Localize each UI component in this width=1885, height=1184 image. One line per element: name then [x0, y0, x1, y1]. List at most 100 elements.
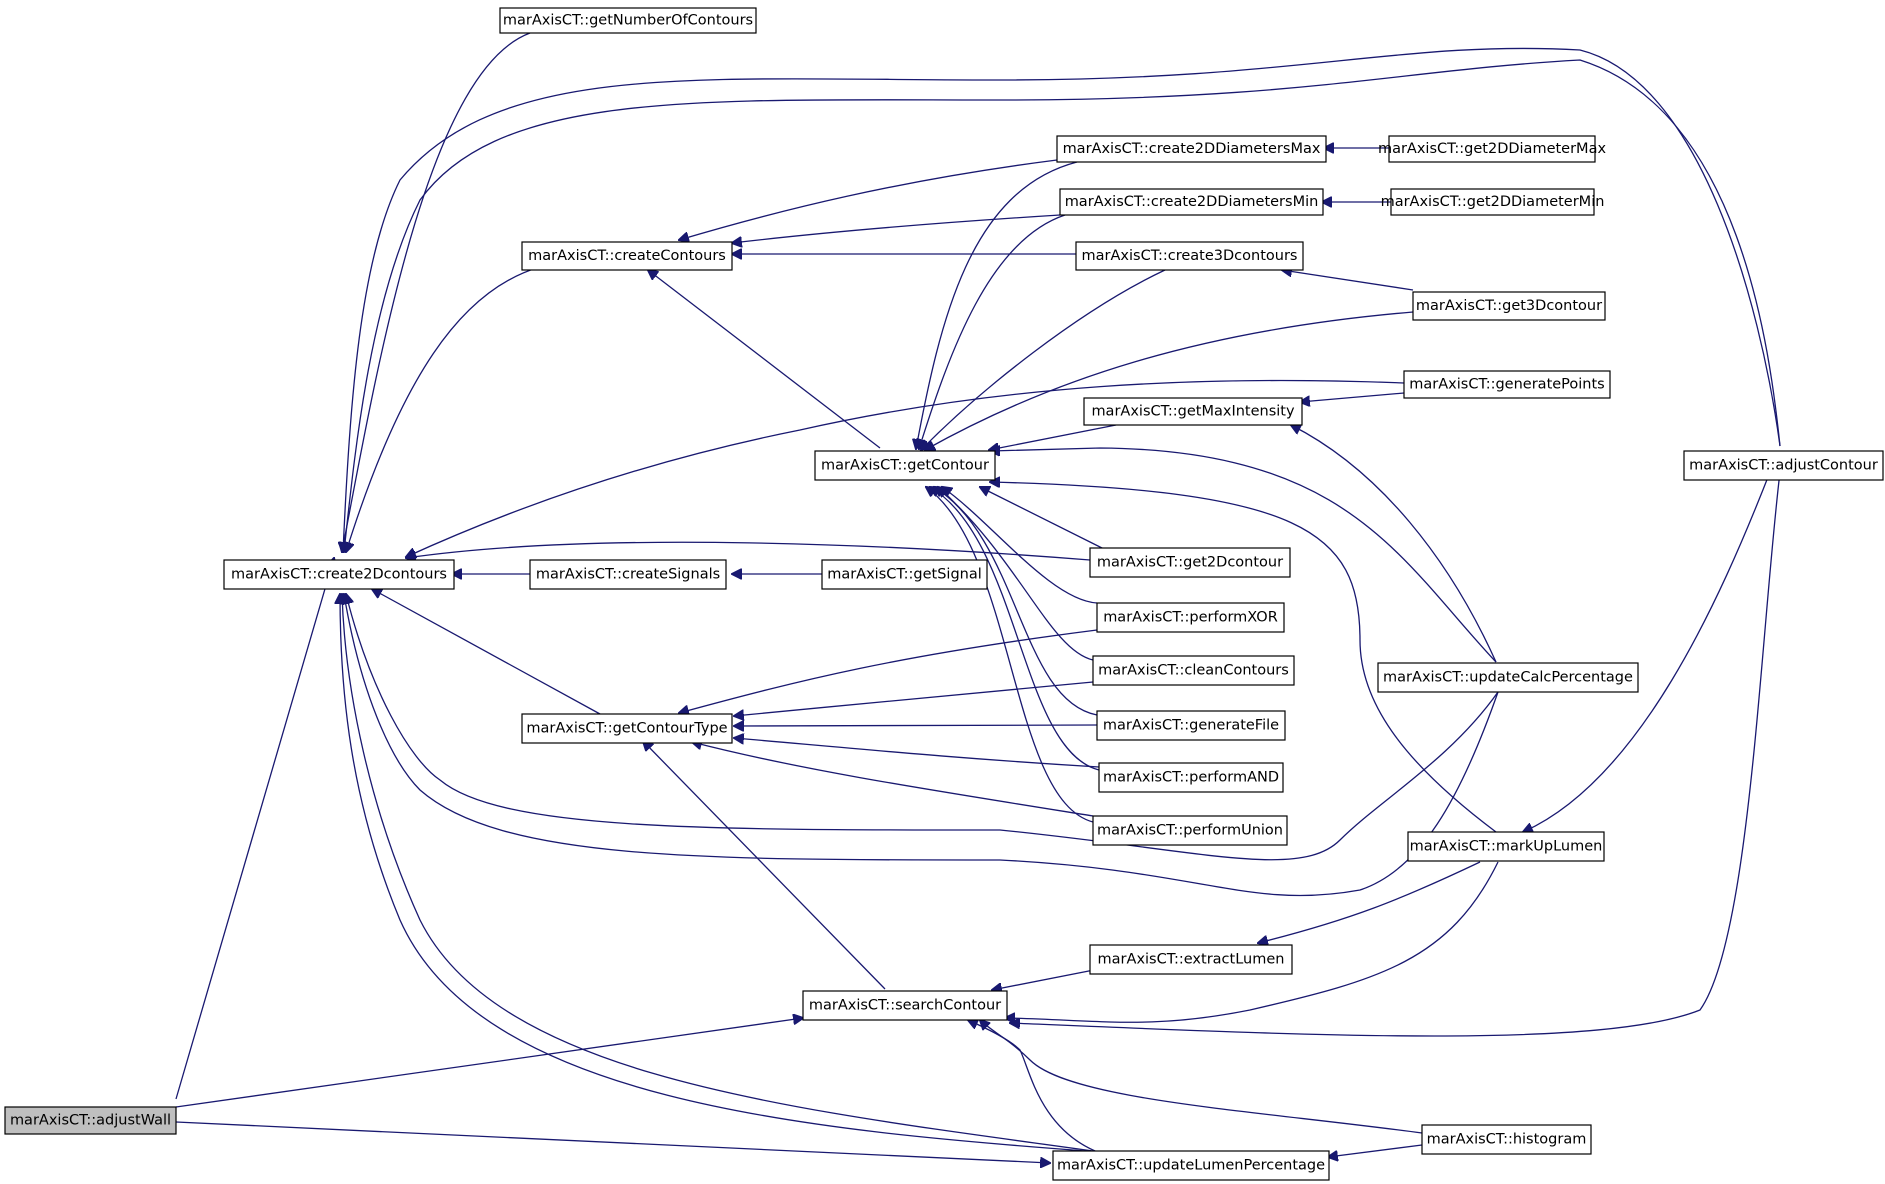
- node-box[interactable]: [1096, 710, 1286, 741]
- node-box[interactable]: [4, 1106, 177, 1135]
- edge-create3Dcontours-to-get3Dcontour: [1282, 270, 1414, 291]
- node-box[interactable]: [1388, 135, 1596, 163]
- edge-getMaxIntensity-to-generatePoints: [1300, 392, 1405, 402]
- node-box[interactable]: [1421, 1124, 1592, 1155]
- edge-getContourType-to-searchContour: [643, 741, 886, 990]
- node-label: marAxisCT::create2DDiametersMin: [1065, 194, 1319, 210]
- node-markUpLumen[interactable]: marAxisCT::markUpLumen: [1407, 831, 1605, 862]
- node-box[interactable]: [802, 990, 1008, 1021]
- node-generateFile[interactable]: marAxisCT::generateFile: [1096, 710, 1286, 741]
- node-label: marAxisCT::histogram: [1427, 1132, 1587, 1148]
- node-box[interactable]: [1403, 370, 1611, 399]
- node-box[interactable]: [814, 450, 996, 481]
- node-getMaxIntensity[interactable]: marAxisCT::getMaxIntensity: [1083, 397, 1303, 426]
- edge-adjustWall-to-updateLumenPercentage: [175, 1121, 1050, 1163]
- node-performAND[interactable]: marAxisCT::performAND: [1098, 762, 1284, 793]
- node-label: marAxisCT::adjustContour: [1689, 458, 1878, 474]
- edge-getContourType-to-generateFile: [734, 725, 1098, 726]
- node-label: marAxisCT::get2DDiameterMax: [1378, 141, 1607, 157]
- node-label: marAxisCT::generatePoints: [1409, 377, 1604, 393]
- edge-getContour-to-create3Dcontours: [921, 269, 1166, 450]
- node-box[interactable]: [821, 559, 988, 590]
- node-create2DDiametersMax[interactable]: marAxisCT::create2DDiametersMax: [1056, 135, 1327, 163]
- node-box[interactable]: [1096, 602, 1285, 633]
- node-createSignals[interactable]: marAxisCT::createSignals: [529, 559, 727, 590]
- node-box[interactable]: [1390, 188, 1595, 216]
- node-box[interactable]: [1089, 547, 1291, 578]
- node-box[interactable]: [223, 559, 455, 590]
- node-box[interactable]: [1083, 397, 1303, 426]
- node-adjustContour[interactable]: marAxisCT::adjustContour: [1683, 450, 1884, 481]
- edge-create2Dcontours-to-getContourType: [372, 589, 601, 715]
- node-box[interactable]: [1098, 762, 1284, 793]
- node-box[interactable]: [1052, 1150, 1330, 1181]
- nodes-layer: marAxisCT::getNumberOfContoursmarAxisCT:…: [4, 7, 1884, 1181]
- node-box[interactable]: [521, 241, 733, 271]
- edge-adjustWall-to-searchContour: [175, 1018, 803, 1108]
- edge-createContours-to-getContour: [648, 270, 881, 449]
- node-label: marAxisCT::get2Dcontour: [1097, 555, 1283, 571]
- node-box[interactable]: [1075, 241, 1304, 271]
- node-get2DDiameterMin[interactable]: marAxisCT::get2DDiameterMin: [1381, 188, 1605, 216]
- edge-getContour-to-performAND: [930, 487, 1100, 771]
- node-cleanContours[interactable]: marAxisCT::cleanContours: [1092, 655, 1295, 686]
- node-box[interactable]: [1412, 291, 1606, 321]
- node-getContourType[interactable]: marAxisCT::getContourType: [521, 713, 733, 744]
- node-create3Dcontours[interactable]: marAxisCT::create3Dcontours: [1075, 241, 1304, 271]
- node-label: marAxisCT::getNumberOfContours: [503, 13, 753, 29]
- node-box[interactable]: [1092, 815, 1288, 846]
- edge-getContourType-to-performXOR: [679, 629, 1098, 713]
- node-box[interactable]: [1056, 135, 1327, 163]
- node-box[interactable]: [1089, 944, 1293, 975]
- node-label: marAxisCT::create2DDiametersMax: [1063, 141, 1321, 157]
- edge-getContour-to-getMaxIntensity: [989, 424, 1117, 450]
- node-get2DDiameterMax[interactable]: marAxisCT::get2DDiameterMax: [1378, 135, 1607, 163]
- node-getNumberOfContours[interactable]: marAxisCT::getNumberOfContours: [499, 7, 757, 34]
- node-updateCalcPercentage[interactable]: marAxisCT::updateCalcPercentage: [1377, 662, 1639, 693]
- node-box[interactable]: [1059, 188, 1324, 216]
- edge-getContourType-to-performAND: [734, 738, 1100, 768]
- node-performXOR[interactable]: marAxisCT::performXOR: [1096, 602, 1285, 633]
- edge-create2Dcontours-to-updateCalcPercentage-a: [346, 594, 1499, 861]
- node-label: marAxisCT::create3Dcontours: [1082, 248, 1298, 264]
- node-createContours[interactable]: marAxisCT::createContours: [521, 241, 733, 271]
- node-get3Dcontour[interactable]: marAxisCT::get3Dcontour: [1412, 291, 1606, 321]
- edge-searchContour-to-extractLumen: [992, 968, 1100, 990]
- edge-createContours-to-create2DDiametersMin: [732, 214, 1061, 243]
- node-label: marAxisCT::getContourType: [526, 721, 727, 737]
- node-histogram[interactable]: marAxisCT::histogram: [1421, 1124, 1592, 1155]
- edge-create2Dcontours-to-updateLumenPercentage-b: [340, 594, 1101, 1153]
- node-generatePoints[interactable]: marAxisCT::generatePoints: [1403, 370, 1611, 399]
- node-updateLumenPercentage[interactable]: marAxisCT::updateLumenPercentage: [1052, 1150, 1330, 1181]
- node-box[interactable]: [1092, 655, 1295, 686]
- node-box[interactable]: [1377, 662, 1639, 693]
- edge-create2Dcontours-to-getNumberOfContours: [342, 32, 531, 552]
- edge-getContour-to-get3Dcontour: [925, 311, 1414, 450]
- node-box[interactable]: [1683, 450, 1884, 481]
- node-label: marAxisCT::performXOR: [1103, 610, 1278, 626]
- node-label: marAxisCT::performUnion: [1097, 823, 1283, 839]
- node-create2Dcontours[interactable]: marAxisCT::create2Dcontours: [223, 559, 455, 590]
- node-searchContour[interactable]: marAxisCT::searchContour: [802, 990, 1008, 1021]
- node-extractLumen[interactable]: marAxisCT::extractLumen: [1089, 944, 1293, 975]
- node-performUnion[interactable]: marAxisCT::performUnion: [1092, 815, 1288, 846]
- edge-getContourType-to-cleanContours: [734, 681, 1094, 716]
- edge-getContour-to-create2DDiametersMax: [916, 161, 1078, 449]
- node-create2DDiametersMin[interactable]: marAxisCT::create2DDiametersMin: [1059, 188, 1324, 216]
- edge-getContour-to-get2Dcontour: [980, 487, 1105, 550]
- node-box[interactable]: [529, 559, 727, 590]
- edge-create2Dcontours-to-generatePoints: [406, 379, 1405, 557]
- edge-create2Dcontours-to-adjustContour-lower: [344, 59, 1781, 552]
- node-getContour[interactable]: marAxisCT::getContour: [814, 450, 996, 481]
- node-box[interactable]: [499, 7, 757, 34]
- edge-getMaxIntensity-to-updateCalcPercentage: [1291, 425, 1497, 663]
- node-box[interactable]: [1407, 831, 1605, 862]
- node-get2Dcontour[interactable]: marAxisCT::get2Dcontour: [1089, 547, 1291, 578]
- edge-searchContour-to-adjustContour: [1010, 471, 1781, 1037]
- node-box[interactable]: [521, 713, 733, 744]
- node-getSignal[interactable]: marAxisCT::getSignal: [821, 559, 988, 590]
- node-adjustWall[interactable]: marAxisCT::adjustWall: [4, 1106, 177, 1135]
- node-label: marAxisCT::createContours: [528, 248, 726, 264]
- node-label: marAxisCT::updateCalcPercentage: [1383, 670, 1633, 686]
